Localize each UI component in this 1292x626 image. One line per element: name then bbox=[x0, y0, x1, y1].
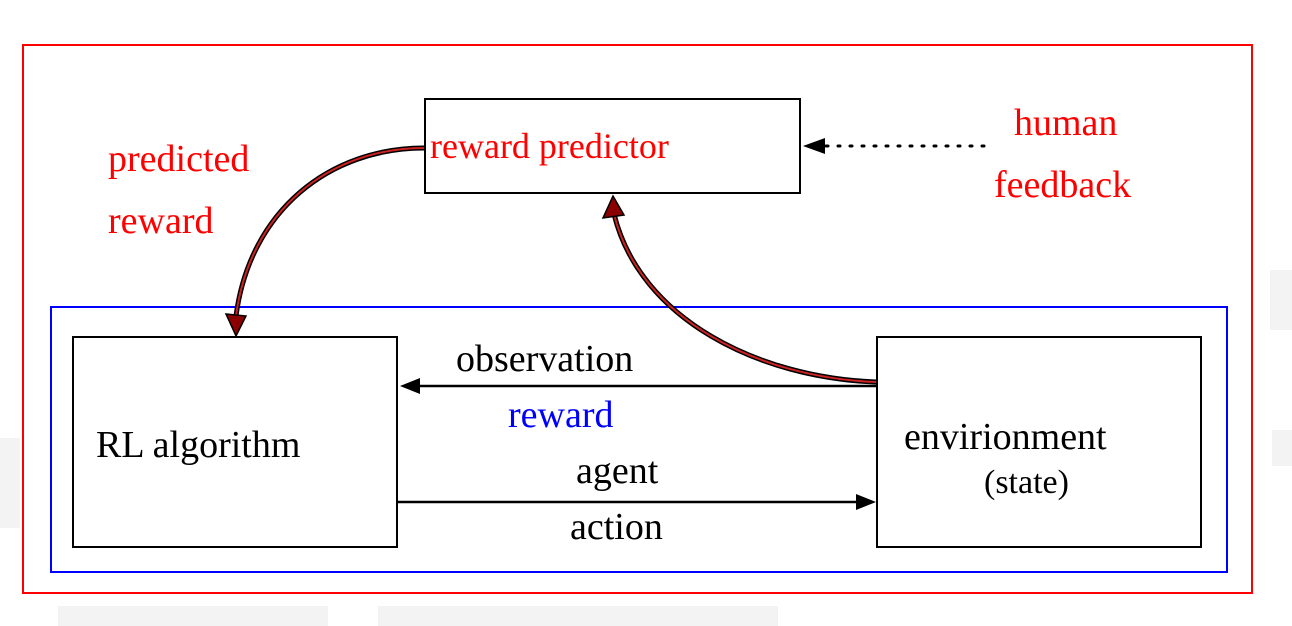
background-artifact bbox=[1270, 270, 1292, 330]
reward-predictor-box bbox=[424, 98, 801, 194]
background-artifact bbox=[378, 606, 778, 626]
reward-predictor-label: reward predictor bbox=[430, 126, 669, 166]
predicted-reward-label-line1: predicted bbox=[108, 138, 250, 180]
human-feedback-label-line1: human bbox=[1014, 102, 1118, 144]
background-artifact bbox=[1272, 430, 1292, 466]
predicted-reward-label-line2: reward bbox=[108, 200, 214, 242]
action-label: action bbox=[570, 506, 663, 548]
rl-algorithm-label: RL algorithm bbox=[96, 424, 301, 466]
outer-frame bbox=[22, 44, 1253, 594]
human-feedback-label-line2: feedback bbox=[994, 164, 1132, 206]
environment-box bbox=[876, 336, 1202, 548]
agent-label: agent bbox=[576, 450, 659, 492]
background-artifact bbox=[0, 438, 20, 528]
background-artifact bbox=[58, 606, 328, 626]
observation-label: observation bbox=[456, 338, 634, 380]
reward-label: reward bbox=[508, 394, 614, 436]
environment-label: envirionment bbox=[904, 416, 1107, 458]
environment-state-label: (state) bbox=[984, 464, 1069, 501]
